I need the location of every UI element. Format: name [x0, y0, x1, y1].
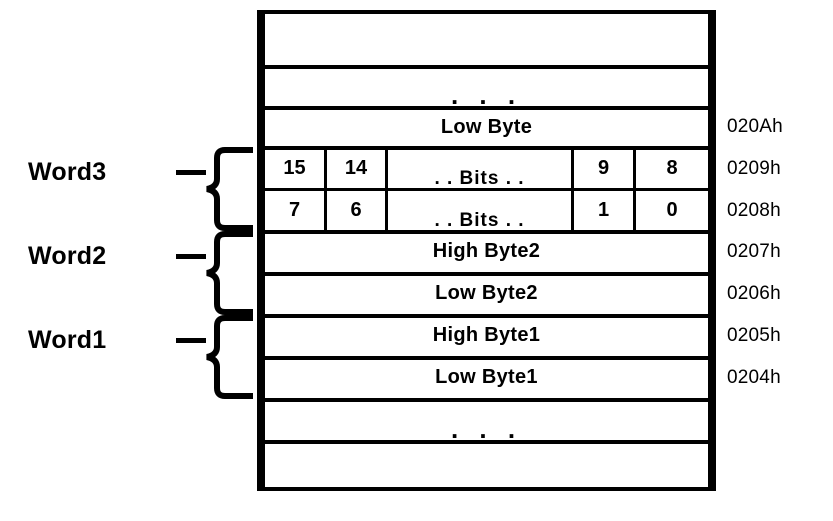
bit-cell-14: 14	[344, 157, 368, 179]
bit-cell-9: 9	[597, 157, 610, 179]
word-group-label-word1: Word1	[28, 326, 107, 354]
address-label-0208h: 0208h	[727, 200, 781, 221]
row-separator-5	[261, 272, 712, 276]
row-separator-top	[261, 10, 712, 14]
row-separator-8	[261, 398, 712, 402]
memory-row-high-byte2: High Byte2	[432, 240, 541, 262]
bit-divider-high-4	[633, 148, 636, 188]
memory-row-low-byte1: Low Byte1	[435, 366, 538, 388]
bit-cell-15: 15	[283, 157, 306, 179]
memory-row-ellipsis-bottom: . . .	[450, 414, 523, 444]
row-separator-7	[261, 356, 712, 360]
bit-cell-0: 0	[666, 199, 678, 221]
address-label-0204h: 0204h	[727, 367, 781, 388]
address-label-020Ah: 020Ah	[727, 116, 783, 137]
memory-column-left-rail	[257, 10, 265, 491]
row-separator-bits	[261, 188, 712, 191]
row-separator-6	[261, 314, 712, 318]
address-label-0207h: 0207h	[727, 241, 781, 262]
row-separator-9	[261, 440, 712, 444]
bit-cell-1: 1	[597, 199, 610, 221]
bit-divider-low-3	[571, 190, 574, 230]
memory-row-high-byte1: High Byte1	[432, 324, 541, 346]
address-label-0209h: 0209h	[727, 158, 781, 179]
bit-divider-low-2	[385, 190, 388, 230]
memory-column-right-rail	[708, 10, 716, 491]
bit-divider-high-3	[571, 148, 574, 188]
bit-divider-low-1	[324, 190, 327, 230]
word1-connector-line	[176, 338, 206, 343]
row-separator-1	[261, 65, 712, 69]
memory-row-ellipsis-top: . . .	[450, 80, 523, 110]
bit-divider-low-4	[633, 190, 636, 230]
word2-brace	[203, 231, 253, 315]
memory-row-low-byte: Low Byte	[440, 116, 533, 138]
row-separator-4	[261, 230, 712, 234]
word1-brace	[203, 315, 253, 399]
word3-brace	[203, 147, 253, 231]
bit-cell-bits-low: . . Bits . .	[434, 210, 525, 231]
bit-cell-bits-high: . . Bits . .	[434, 168, 525, 189]
row-separator-3	[261, 146, 712, 150]
word3-connector-line	[176, 170, 206, 175]
row-separator-bottom	[261, 487, 712, 491]
bit-cell-7: 7	[288, 199, 301, 221]
row-separator-2	[261, 106, 712, 110]
bit-cell-6: 6	[350, 199, 362, 221]
word-group-label-word2: Word2	[28, 242, 107, 270]
address-label-0205h: 0205h	[727, 325, 781, 346]
bit-divider-high-2	[385, 148, 388, 188]
word-group-label-word3: Word3	[28, 158, 107, 186]
bit-cell-8: 8	[666, 157, 678, 179]
address-label-0206h: 0206h	[727, 283, 781, 304]
word2-connector-line	[176, 254, 206, 259]
memory-row-low-byte2: Low Byte2	[435, 282, 538, 304]
bit-divider-high-1	[324, 148, 327, 188]
